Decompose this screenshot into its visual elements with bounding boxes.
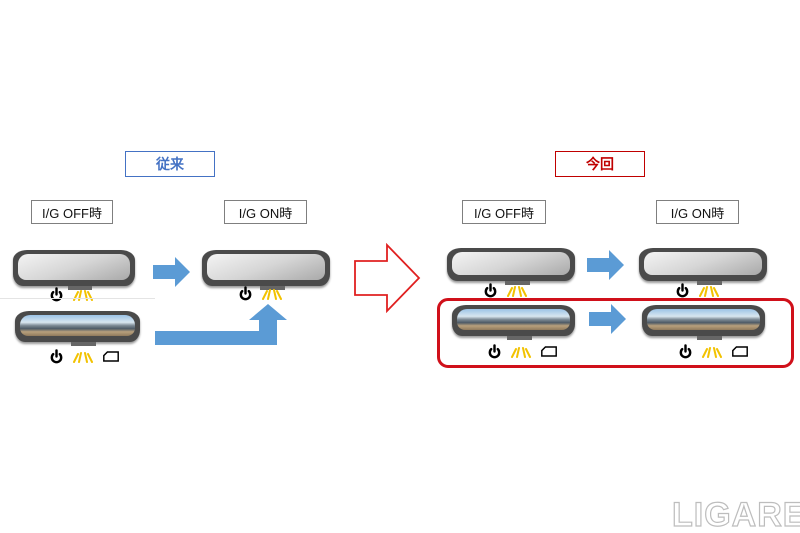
icon-row [238,286,283,301]
arrow-right-icon [587,250,624,280]
icon-row [678,344,749,359]
camera-icon [102,350,120,363]
red-outline-arrow-icon [354,243,421,313]
light-icon [510,346,532,358]
mirror-standard [447,248,575,285]
power-icon [487,344,502,359]
light-icon [261,288,283,300]
left-ig-on-label: I/G ON時 [224,200,307,224]
icon-row [483,283,528,298]
light-icon [698,285,720,297]
light-icon [506,285,528,297]
arrow-right-icon [153,257,190,287]
conventional-title: 従来 [125,151,215,177]
left-ig-off-label: I/G OFF時 [31,200,113,224]
icon-row [49,287,94,302]
power-icon [49,349,64,364]
power-icon [49,287,64,302]
camera-icon [540,345,558,358]
right-ig-off-label: I/G OFF時 [462,200,546,224]
divider [0,298,155,299]
watermark-logo: LIGARE [671,495,800,533]
icon-row [675,283,720,298]
power-icon [238,286,253,301]
icon-row [49,349,120,364]
icon-row [487,344,558,359]
light-icon [701,346,723,358]
new-title: 今回 [555,151,645,177]
arrow-right-icon [589,304,626,334]
elbow-arrow-icon [155,304,287,345]
power-icon [675,283,690,298]
mirror-camera [642,305,765,340]
mirror-standard [13,250,135,290]
highlight-box [437,298,794,368]
mirror-camera [452,305,575,340]
camera-icon [731,345,749,358]
mirror-camera [15,311,140,346]
mirror-standard [202,250,330,290]
power-icon [678,344,693,359]
right-ig-on-label: I/G ON時 [656,200,739,224]
light-icon [72,351,94,363]
power-icon [483,283,498,298]
mirror-standard [639,248,767,285]
